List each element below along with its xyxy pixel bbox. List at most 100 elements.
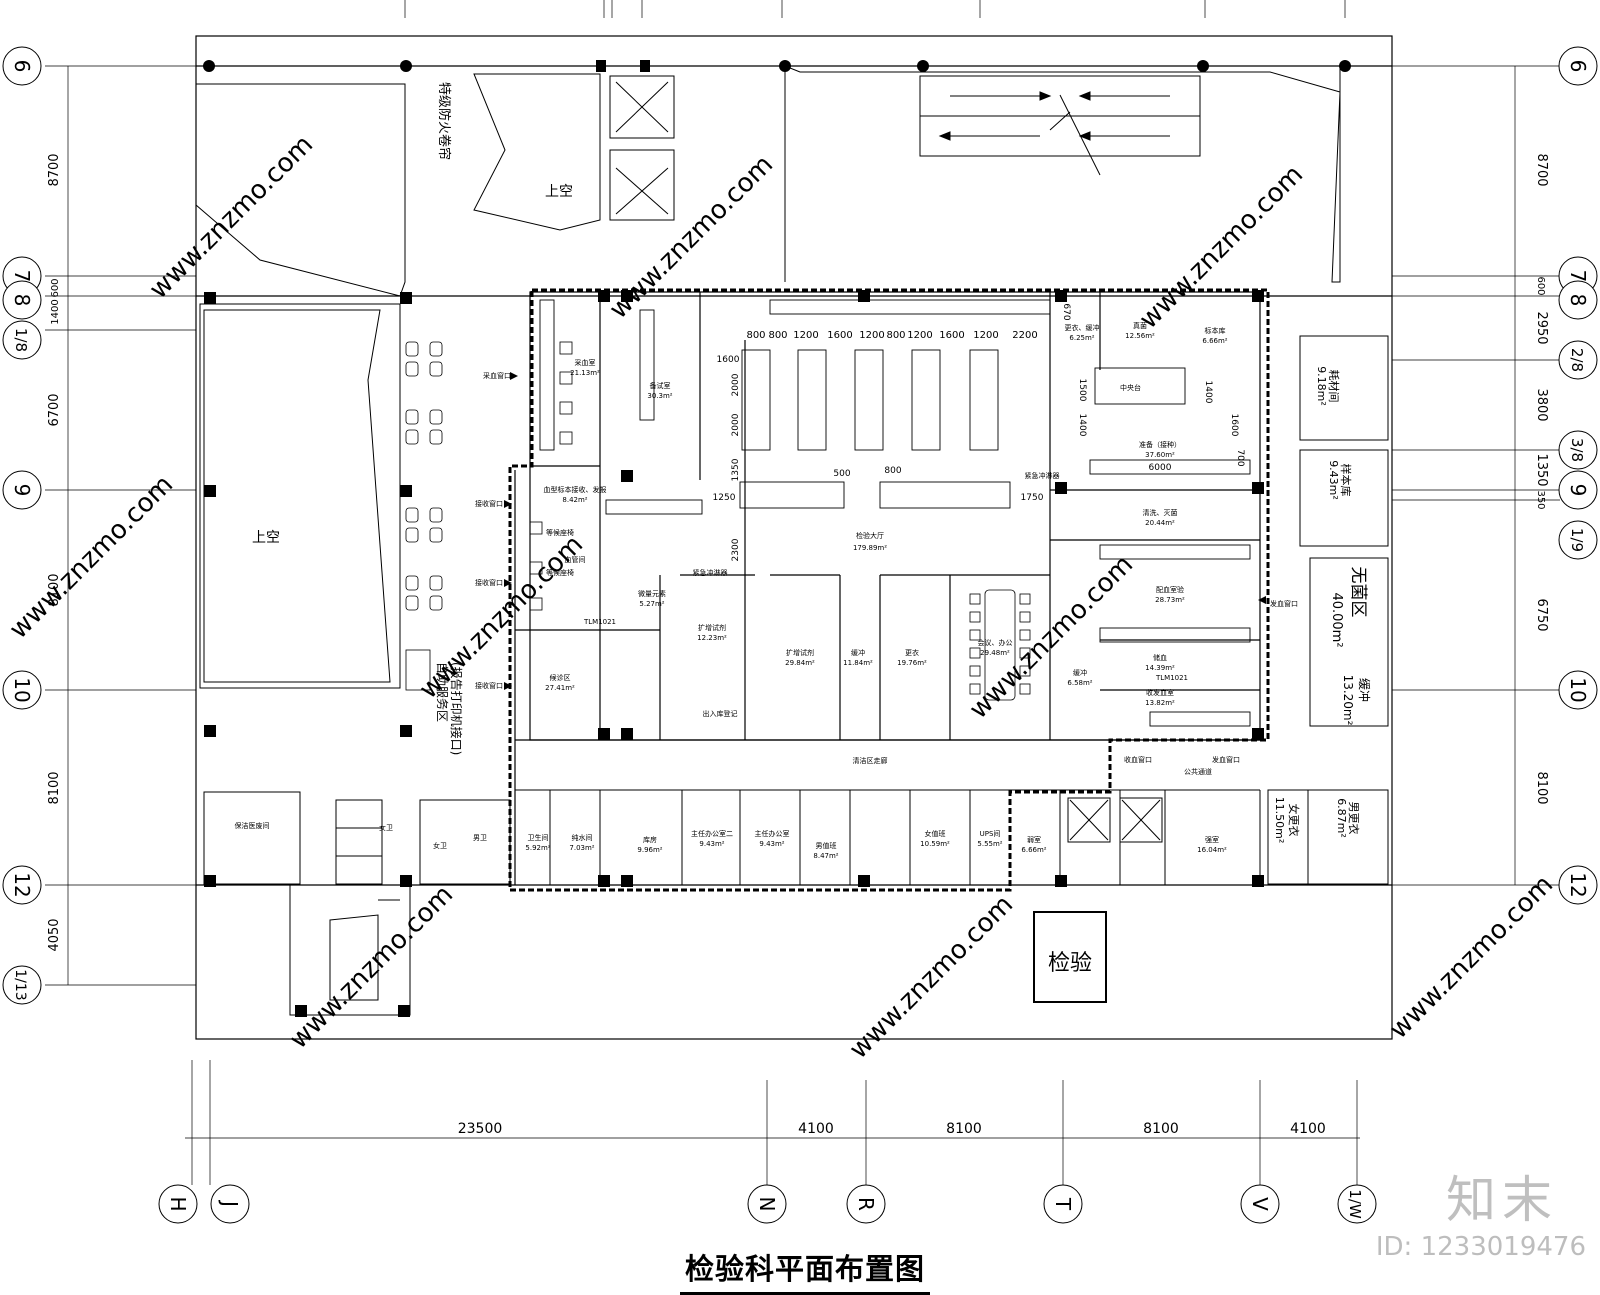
dim-label: 800 [746, 330, 765, 341]
room-name: 真菌 [1133, 321, 1147, 330]
dim-label: 600 [50, 278, 61, 297]
dim-label: 2950 [1534, 311, 1549, 344]
grid-row-label: 9 [10, 484, 34, 497]
waiting-seats [405, 341, 443, 691]
dim-label: 1600 [1229, 414, 1239, 437]
image-id: ID: 1233019476 [1375, 1232, 1586, 1262]
room-name: 缓冲 [1073, 668, 1087, 677]
dim-label: 2200 [1012, 330, 1037, 341]
room-area: 27.41m² [545, 684, 575, 692]
dim-label: 4050 [47, 918, 62, 951]
grid-row-label: 1/9 [1568, 528, 1586, 552]
escalator-arrows [938, 91, 1170, 141]
grid-col-label: V [1248, 1197, 1272, 1211]
room-area: 29.84m² [785, 659, 815, 667]
room-area: 30.3m² [647, 392, 672, 400]
grid-row-label: 9 [1566, 484, 1590, 497]
watermark-text: www.znzmo.com [1384, 870, 1559, 1045]
room-area: 8.42m² [562, 496, 587, 504]
room-name: 弱室 [1027, 835, 1041, 844]
room-name: 扩增试剂 [698, 623, 726, 632]
dims-bottom: 23500 4100 8100 8100 4100 [458, 1121, 1326, 1137]
room-area: 10.59m² [920, 840, 950, 848]
dim-label: 1750 [1021, 493, 1044, 503]
grid-row-label: 2/8 [1568, 348, 1586, 372]
room-area: 28.73m² [1155, 596, 1185, 604]
room-name: 缓冲 [1357, 678, 1372, 702]
dim-label: 1250 [713, 493, 736, 503]
service-windows: 采血窗口 接收窗口 接收窗口 接收窗口 发血窗口 收血窗口 发血窗口 [475, 371, 1298, 764]
dim-label: 3800 [1534, 388, 1549, 421]
corridor-label: 清洁区走廊 [853, 756, 888, 765]
room-area: 6.87m² [1335, 798, 1348, 838]
room-labels: 采血室 21.13m² 备试室 30.3m² 血型标本接收、发报 8.42m² … [544, 321, 1228, 776]
structural-columns [203, 60, 1351, 1017]
room-area: 8.47m² [813, 852, 838, 860]
grid-row-label: 10 [1566, 677, 1590, 702]
window-label: 接收窗口 [475, 681, 503, 690]
bench-dims: 800 800 1200 1600 1200 800 1200 1600 120… [746, 330, 1037, 341]
room-name: 准备（接种） [1139, 440, 1181, 449]
room-area: 19.76m² [897, 659, 927, 667]
room-area: 13.20m² [1341, 675, 1355, 726]
room-name: 无菌区 [1348, 567, 1368, 618]
dim-label: 1600 [717, 355, 740, 365]
dim-label: 1600 [827, 330, 852, 341]
room-name: 强室 [1205, 835, 1219, 844]
room-name: 采血室 [575, 358, 596, 367]
grid-labels-left: 6 7 8 1/8 9 10 12 1/13 [10, 60, 34, 1001]
dim-label: 4100 [1290, 1121, 1326, 1137]
room-name: 女卫 [433, 841, 447, 850]
room-area: 6.25m² [1069, 334, 1094, 342]
right-room-labels: 耗材间 9.18m² 样本库 9.43m² 无菌区 40.00m² 缓冲 13.… [1273, 366, 1372, 843]
room-name: UPS间 [980, 830, 1001, 838]
room-name: 检验大厅 [856, 531, 884, 540]
room-area: 11.84m² [843, 659, 873, 667]
dim-label: 6700 [47, 393, 62, 426]
equipment-label: 等候座椅 [546, 528, 574, 537]
room-area: 5.92m² [525, 844, 550, 852]
room-area: 9.18m² [1315, 366, 1328, 406]
room-area: 11.50m² [1273, 797, 1286, 844]
room-name: 耗材间 [1327, 370, 1341, 403]
dim-label: 350 [1535, 490, 1546, 509]
grid-row-label: 8 [1566, 294, 1590, 307]
dims-right: 8700 600 2950 3800 1350 350 6750 8100 [1534, 153, 1549, 804]
dim-label: 8100 [47, 573, 62, 606]
inspection-tag: 检验 [1033, 911, 1107, 1003]
room-name: 会议、办公 [978, 638, 1013, 647]
fire-shutter-label: 特级防火卷帘 [436, 82, 452, 160]
room-name: 男卫 [473, 834, 487, 842]
equipment-label: 紧急冲淋器 [1025, 471, 1060, 480]
watermarks: www.znzmo.com www.znzmo.com www.znzmo.co… [4, 130, 1559, 1065]
grid-bubbles-right [1558, 46, 1598, 905]
dim-label: 8100 [946, 1121, 982, 1137]
dim-label: 2000 [731, 413, 741, 436]
dim-label: 1200 [793, 330, 818, 341]
clean-zone-boundary [508, 288, 1270, 892]
room-name: 出入库登记 [703, 709, 738, 718]
room-area: 9.43m² [1327, 460, 1340, 500]
room-name: 缓冲 [851, 648, 865, 657]
meeting-table [969, 589, 1031, 701]
watermark-text: www.znzmo.com [144, 130, 319, 305]
drawing-title: 检验科平面布置图 [684, 1252, 925, 1286]
room-area: 14.39m² [1145, 664, 1175, 672]
dims-left: 8700 600 1400 6700 8100 8100 4050 [47, 153, 62, 951]
dim-label: 1500 [1077, 379, 1087, 402]
grid-labels-bottom: H J N R T V 1/W [166, 1189, 1364, 1219]
window-label: 发血窗口 [1212, 755, 1240, 764]
room-name: 清洗、灭菌 [1143, 508, 1178, 517]
corridor-label: 公共通道 [1184, 767, 1212, 776]
room-area: 13.82m² [1145, 699, 1175, 707]
room-area: 16.04m² [1197, 846, 1227, 854]
window-label: 接收窗口 [475, 578, 503, 587]
grid-row-label: 6 [1566, 60, 1590, 73]
room-area: 12.23m² [697, 634, 727, 642]
dim-label: 800 [768, 330, 787, 341]
dim-label: 2300 [731, 538, 741, 561]
dim-label: 500 [833, 469, 850, 479]
room-area: 5.27m² [639, 600, 664, 608]
door-code: TLM1021 [583, 618, 616, 626]
dim-label: 1400 [50, 299, 61, 324]
